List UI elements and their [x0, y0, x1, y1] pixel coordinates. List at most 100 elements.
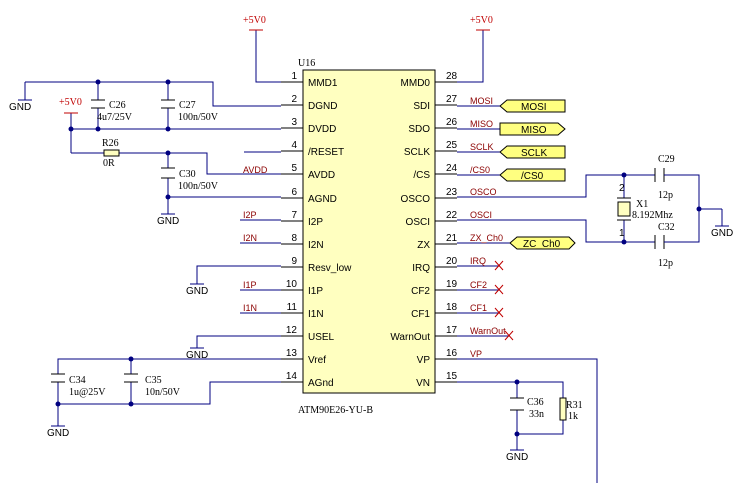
- chip-pin-number: 16: [446, 348, 458, 359]
- capacitor-c29[interactable]: C29 12p: [645, 154, 675, 201]
- chip-pin-number: 17: [446, 325, 458, 336]
- ground-symbol: GND: [506, 449, 528, 463]
- svg-text:SCLK: SCLK: [521, 148, 547, 159]
- chip-pin-number: 8: [291, 233, 297, 244]
- chip-pin-name: MMD1: [308, 78, 338, 89]
- chip-pin-name: USEL: [308, 332, 335, 343]
- junctions: [55, 79, 702, 437]
- svg-text:GND: GND: [506, 452, 528, 463]
- chip-pin-name: AVDD: [308, 170, 335, 181]
- port-sclk[interactable]: SCLK: [499, 145, 566, 159]
- capacitor-c26[interactable]: C26 4u7/25V: [91, 99, 133, 123]
- svg-text:+5V0: +5V0: [243, 15, 266, 26]
- no-connect-markers: [494, 260, 514, 341]
- chip-pin-number: 12: [286, 325, 298, 336]
- resistor-r26[interactable]: R26 0R: [102, 138, 120, 169]
- ground-symbol: GND: [711, 225, 733, 239]
- capacitor-c35[interactable]: C35 10n/50V: [124, 373, 181, 398]
- port-cs[interactable]: /CS0: [499, 168, 566, 182]
- svg-text:8.192Mhz: 8.192Mhz: [632, 210, 673, 221]
- svg-text:ZC_Ch0: ZC_Ch0: [523, 239, 561, 250]
- chip-pin-name: IRQ: [412, 263, 430, 274]
- net-labels: AVDD I2P I2N I1P I1N MOSI MISO SCLK /CS0…: [243, 96, 506, 359]
- ground-symbol: GND: [9, 99, 32, 113]
- chip-pin-number: 28: [446, 71, 458, 82]
- svg-text:100n/50V: 100n/50V: [178, 181, 219, 192]
- chip-pin-name: /RESET: [308, 147, 344, 158]
- chip-pin-number: 6: [291, 187, 297, 198]
- capacitor-c30[interactable]: C30 100n/50V: [161, 167, 219, 192]
- chip-pin-name: OSCO: [401, 194, 431, 205]
- net-i1n: I1N: [243, 303, 257, 313]
- chip-pin-name: VN: [416, 378, 430, 389]
- svg-text:4u7/25V: 4u7/25V: [97, 112, 133, 123]
- chip-pin-name: I1P: [308, 286, 323, 297]
- svg-text:+5V0: +5V0: [59, 97, 82, 108]
- chip-pin-name: VP: [417, 355, 431, 366]
- power-5v0-a: +5V0: [243, 15, 266, 31]
- chip-pin-name: DGND: [308, 101, 337, 112]
- chip-pin-number: 1: [291, 71, 297, 82]
- svg-text:+5V0: +5V0: [470, 15, 493, 26]
- wires: [24, 30, 723, 483]
- chip-pin-number: 22: [446, 210, 458, 221]
- svg-text:C30: C30: [179, 169, 196, 180]
- resistor-r31[interactable]: R31 1k: [559, 397, 583, 422]
- chip-pin-name: AGND: [308, 194, 337, 205]
- chip-pin-name: DVDD: [308, 124, 336, 135]
- svg-text:1: 1: [619, 228, 625, 239]
- power-5v0-b: +5V0: [470, 15, 493, 31]
- svg-text:33n: 33n: [529, 409, 544, 420]
- chip-right-pins: 28MMD027SDI26SDO25SCLK24/CS23OSCO22OSCI2…: [390, 71, 457, 389]
- chip-pin-number: 11: [287, 302, 298, 313]
- chip-body[interactable]: [302, 69, 436, 394]
- chip-pin-name: SDO: [408, 124, 430, 135]
- chip-pin-number: 7: [291, 210, 297, 221]
- net-cs: /CS0: [470, 165, 490, 175]
- svg-text:1k: 1k: [568, 411, 578, 422]
- chip-pin-number: 20: [446, 256, 458, 267]
- svg-text:GND: GND: [9, 102, 31, 113]
- ground-symbol: GND: [186, 347, 208, 361]
- svg-text:1u@25V: 1u@25V: [69, 387, 106, 398]
- chip-pin-name: I2P: [308, 217, 323, 228]
- svg-text:C29: C29: [658, 154, 675, 165]
- chip-pin-number: 5: [291, 163, 297, 174]
- svg-text:0R: 0R: [103, 158, 115, 169]
- capacitor-c27[interactable]: C27 100n/50V: [161, 99, 219, 123]
- crystal-x1[interactable]: 2 1 X1 8.192Mhz: [617, 183, 673, 239]
- port-mosi[interactable]: MOSI: [499, 99, 566, 113]
- svg-text:C27: C27: [179, 100, 196, 111]
- net-i2n: I2N: [243, 233, 257, 243]
- chip-pin-number: 10: [286, 279, 298, 290]
- svg-text:C32: C32: [658, 222, 675, 233]
- chip-pin-number: 23: [446, 187, 458, 198]
- chip-pin-name: SCLK: [404, 147, 430, 158]
- chip-pin-number: 3: [291, 117, 297, 128]
- svg-text:GND: GND: [47, 428, 69, 439]
- svg-text:100n/50V: 100n/50V: [178, 112, 219, 123]
- net-cf1: CF1: [470, 303, 487, 313]
- net-i2p: I2P: [243, 210, 257, 220]
- svg-text:MISO: MISO: [521, 125, 547, 136]
- net-sclk: SCLK: [470, 142, 494, 152]
- port-zc-ch0[interactable]: ZC_Ch0: [509, 236, 576, 250]
- port-miso[interactable]: MISO: [499, 122, 566, 136]
- net-osci: OSCI: [470, 210, 492, 220]
- net-zx: ZX_Ch0: [470, 233, 503, 243]
- capacitor-c34[interactable]: C34 1u@25V: [51, 373, 106, 398]
- chip-pin-number: 14: [286, 371, 298, 382]
- chip-pin-number: 25: [446, 140, 458, 151]
- capacitor-c32[interactable]: C32 12p: [645, 222, 675, 269]
- chip-part-number: ATM90E26-YU-B: [298, 405, 373, 416]
- chip-pin-name: ZX: [417, 240, 430, 251]
- svg-text:X1: X1: [636, 199, 648, 210]
- svg-text:R31: R31: [566, 400, 583, 411]
- capacitor-c36[interactable]: C36 33n: [510, 397, 544, 420]
- net-osco: OSCO: [470, 187, 497, 197]
- svg-text:10n/50V: 10n/50V: [145, 387, 181, 398]
- svg-text:C26: C26: [109, 100, 126, 111]
- svg-text:12p: 12p: [658, 190, 673, 201]
- chip-pin-name: SDI: [413, 101, 430, 112]
